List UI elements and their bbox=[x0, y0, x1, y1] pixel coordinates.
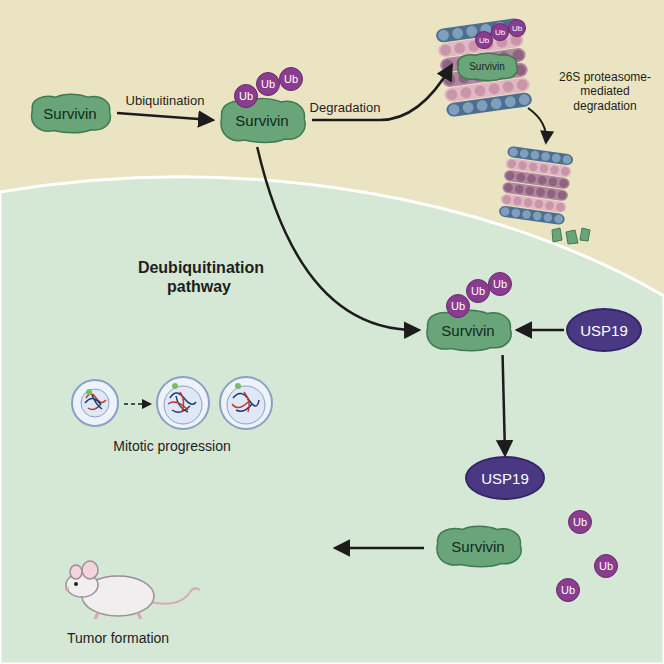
ubiquitin-label: Ub bbox=[479, 36, 489, 45]
protein-label: Survivin bbox=[441, 322, 494, 339]
edge-label-text: Degradation bbox=[308, 100, 383, 115]
protein-label: Survivin bbox=[469, 61, 505, 72]
ubiquitin-label: Ub bbox=[261, 78, 275, 90]
ubiquitin-label: Ub bbox=[512, 24, 522, 33]
outcome-arrow bbox=[336, 547, 424, 550]
ubiquitin-label: Ub bbox=[239, 90, 253, 102]
protein-label: Survivin bbox=[43, 105, 96, 122]
connector-arrow bbox=[257, 147, 418, 330]
protein-label: USP19 bbox=[481, 470, 529, 487]
caption-label: Tumor formation bbox=[28, 630, 208, 647]
ubiquitin-circle: Ub bbox=[488, 272, 512, 296]
proteasome bbox=[498, 146, 573, 225]
protein-blob: Survivin bbox=[430, 523, 526, 569]
ubiquitin-label: Ub bbox=[561, 584, 575, 596]
protein-label: USP19 bbox=[580, 322, 628, 339]
ubiquitin-circle: Ub bbox=[234, 84, 258, 108]
ubiquitin-circle: Ub bbox=[556, 578, 580, 602]
connector-arrow bbox=[518, 329, 564, 332]
peptide-fragments bbox=[552, 228, 590, 244]
caption-label: 26S proteasome-mediated degradation bbox=[547, 70, 663, 113]
ubiquitin-label: Ub bbox=[451, 300, 465, 312]
edge-label: Deubiquitination pathway bbox=[125, 258, 275, 296]
ubiquitin-circle: Ub bbox=[466, 279, 490, 303]
protein-blob: Survivin bbox=[420, 307, 516, 353]
enzyme-ellipse: USP19 bbox=[566, 308, 642, 352]
ubiquitin-label: Ub bbox=[573, 516, 587, 528]
ubiquitin-circle: Ub bbox=[491, 23, 509, 41]
ubiquitin-label: Ub bbox=[495, 28, 505, 37]
edge-label: Degradation bbox=[300, 97, 390, 116]
deubiquitination-region bbox=[0, 177, 664, 664]
ubiquitin-label: Ub bbox=[599, 560, 613, 572]
degradation-arrow bbox=[528, 108, 546, 142]
ubiquitin-circle: Ub bbox=[594, 554, 618, 578]
mouse bbox=[65, 561, 200, 619]
protein-blob: Survivin bbox=[25, 91, 115, 135]
ubiquitin-label: Ub bbox=[284, 73, 298, 85]
ubiquitin-circle: Ub bbox=[508, 19, 526, 37]
caption-label: Mitotic progression bbox=[82, 438, 262, 455]
protein-blob: Survivin bbox=[214, 95, 310, 145]
mitotic-cells bbox=[72, 377, 272, 429]
protein-blob: Survivin bbox=[453, 51, 521, 82]
protein-label: Survivin bbox=[235, 112, 288, 129]
edge-label-text: Ubiquitination bbox=[124, 93, 207, 108]
connector-arrow bbox=[117, 113, 212, 120]
edge-label: Ubiquitination bbox=[110, 90, 220, 109]
edge-label-text: Deubiquitination pathway bbox=[136, 259, 264, 295]
ubiquitin-circle: Ub bbox=[279, 67, 303, 91]
ubiquitin-label: Ub bbox=[471, 285, 485, 297]
ubiquitin-circle: Ub bbox=[256, 72, 280, 96]
connector-arrow bbox=[503, 355, 505, 454]
ubiquitin-circle: Ub bbox=[446, 294, 470, 318]
enzyme-ellipse: USP19 bbox=[465, 456, 545, 500]
protein-label: Survivin bbox=[451, 538, 504, 555]
ubiquitin-circle: Ub bbox=[568, 510, 592, 534]
ubiquitin-label: Ub bbox=[493, 278, 507, 290]
